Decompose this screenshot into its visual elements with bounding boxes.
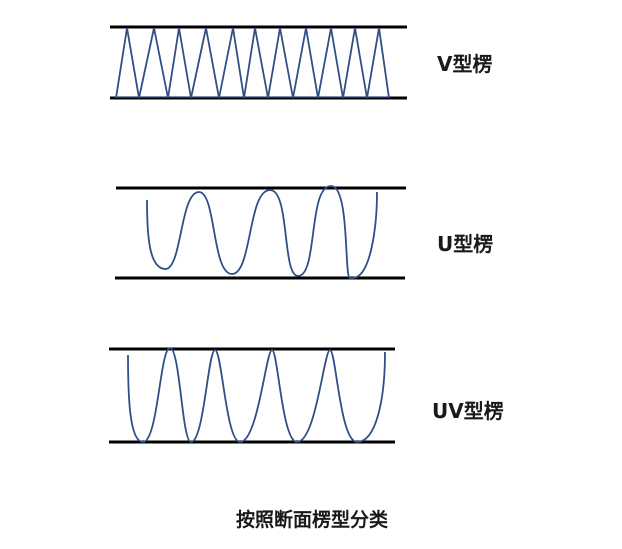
u-flute-label: U型楞 bbox=[437, 232, 494, 256]
uv-flute-figure bbox=[109, 347, 395, 444]
uv-flute-label: UV型楞 bbox=[432, 399, 504, 423]
uv-flute-wave bbox=[127, 347, 386, 443]
u-flute-wave bbox=[146, 185, 378, 279]
v-flute-wave bbox=[115, 27, 390, 99]
v-flute-label: V型楞 bbox=[437, 52, 493, 76]
u-flute-figure bbox=[115, 185, 406, 280]
diagram-caption: 按照断面楞型分类 bbox=[236, 509, 389, 531]
v-flute-figure bbox=[110, 25, 407, 100]
